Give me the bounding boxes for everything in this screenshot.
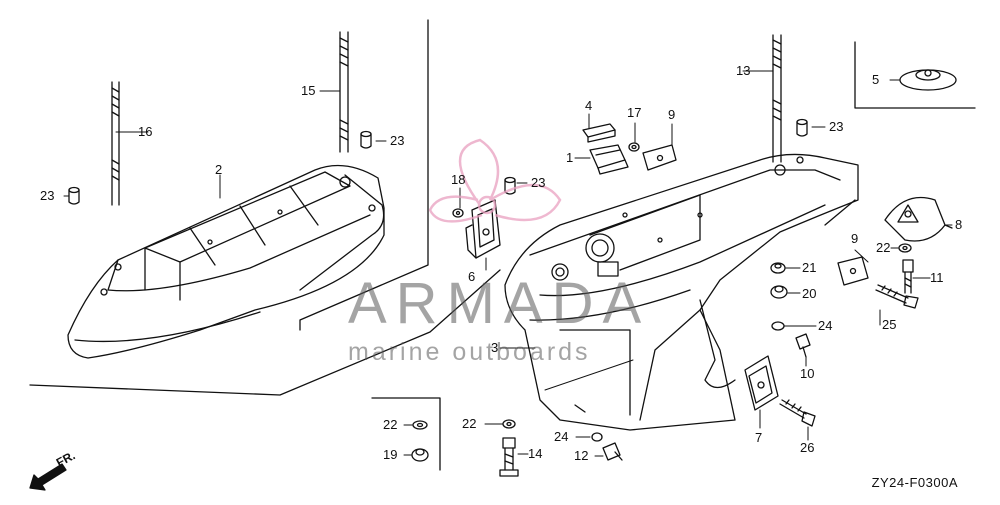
rubber-block-9 bbox=[837, 256, 869, 286]
seal-channel-1 bbox=[589, 144, 629, 175]
callout-22c: 22 bbox=[383, 417, 398, 432]
callout-24a: 24 bbox=[818, 318, 833, 333]
stud-15 bbox=[339, 31, 349, 153]
watermark-brand: ARMADA bbox=[348, 271, 651, 336]
callout-26: 26 bbox=[800, 440, 815, 455]
stud-13 bbox=[772, 34, 782, 163]
callout-5: 5 bbox=[872, 72, 880, 87]
dowel-pin-23 bbox=[796, 118, 808, 137]
nut-20 bbox=[770, 285, 788, 299]
callout-11: 11 bbox=[930, 270, 944, 285]
plug-10 bbox=[795, 333, 811, 358]
anode-7 bbox=[744, 355, 779, 411]
separator-line bbox=[854, 41, 976, 109]
callout-23a: 23 bbox=[40, 188, 55, 203]
callout-3: 3 bbox=[491, 340, 499, 355]
diagram-reference-code: ZY24-F0300A bbox=[871, 475, 958, 490]
washer-22 bbox=[502, 419, 516, 429]
callout-9a: 9 bbox=[668, 107, 676, 122]
callout-25: 25 bbox=[882, 317, 897, 332]
gear-case-part bbox=[504, 153, 859, 431]
bolt-14 bbox=[499, 437, 519, 477]
plug-5 bbox=[899, 69, 957, 91]
callout-7: 7 bbox=[755, 430, 763, 445]
separator-line bbox=[29, 269, 501, 396]
nut-21 bbox=[770, 262, 786, 274]
grommet-18 bbox=[452, 208, 464, 218]
callout-15: 15 bbox=[301, 83, 316, 98]
callout-21: 21 bbox=[802, 260, 817, 275]
callout-23d: 23 bbox=[829, 119, 844, 134]
callout-18: 18 bbox=[451, 172, 466, 187]
rubber-strip-4 bbox=[582, 123, 616, 143]
callout-8: 8 bbox=[955, 217, 963, 232]
bolt-11 bbox=[902, 259, 914, 294]
leader-lines bbox=[63, 70, 953, 457]
callout-23b: 23 bbox=[390, 133, 405, 148]
callout-23c: 23 bbox=[531, 175, 546, 190]
watermark-subtitle: marine outboards bbox=[348, 338, 591, 366]
bolt-26 bbox=[779, 399, 816, 427]
dowel-pin-23 bbox=[360, 130, 372, 149]
callout-22a: 22 bbox=[876, 240, 891, 255]
callout-10: 10 bbox=[800, 366, 815, 381]
callout-24b: 24 bbox=[554, 429, 569, 444]
callout-6: 6 bbox=[468, 269, 476, 284]
callout-13: 13 bbox=[736, 63, 751, 78]
callout-9b: 9 bbox=[851, 231, 859, 246]
dowel-pin-23 bbox=[68, 186, 80, 205]
upper-case-part bbox=[67, 164, 385, 359]
callout-2: 2 bbox=[215, 162, 223, 177]
o-ring-24 bbox=[771, 321, 785, 331]
separator-line bbox=[371, 397, 441, 471]
separator-line bbox=[824, 199, 856, 226]
callout-17: 17 bbox=[627, 105, 642, 120]
trim-tab-8 bbox=[884, 196, 953, 242]
grommet-17 bbox=[628, 142, 640, 152]
anode-bracket-6 bbox=[465, 199, 501, 259]
nut-19-legend bbox=[411, 448, 429, 462]
washer-22-legend bbox=[412, 420, 428, 430]
bolt-25 bbox=[875, 284, 919, 309]
front-direction-arrow bbox=[29, 463, 67, 491]
callout-16: 16 bbox=[138, 124, 153, 139]
callout-12: 12 bbox=[574, 448, 589, 463]
o-ring-24 bbox=[591, 432, 603, 442]
callout-1: 1 bbox=[566, 150, 574, 165]
callout-14: 14 bbox=[528, 446, 543, 461]
rubber-block-9 bbox=[642, 144, 677, 171]
stud-16 bbox=[111, 81, 120, 206]
separator-line bbox=[299, 19, 429, 331]
callout-20: 20 bbox=[802, 286, 817, 301]
callout-4: 4 bbox=[585, 98, 593, 113]
callout-22b: 22 bbox=[462, 416, 477, 431]
washer-22 bbox=[898, 243, 912, 253]
callout-19: 19 bbox=[383, 447, 398, 462]
watermark-propeller-logo bbox=[428, 138, 562, 223]
plug-12 bbox=[602, 442, 623, 461]
